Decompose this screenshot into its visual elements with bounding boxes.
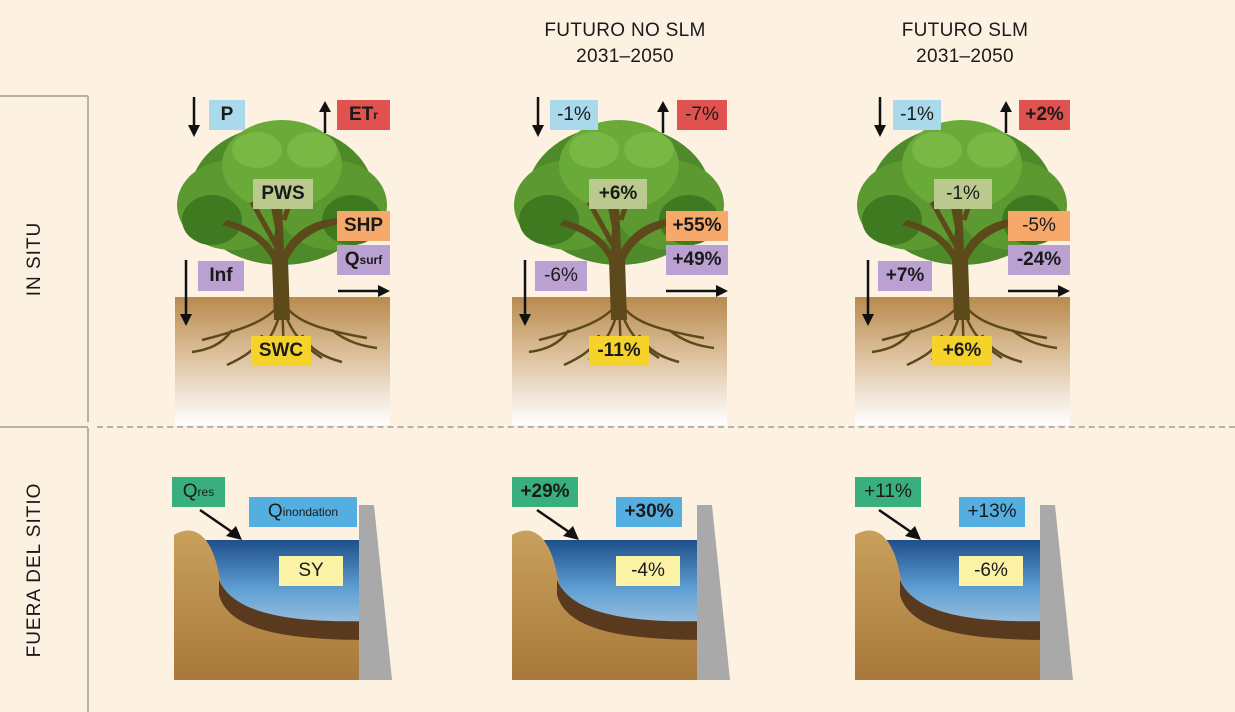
- qsurf-symbol: Q: [344, 249, 360, 270]
- precipitation-change: -1%: [893, 100, 941, 130]
- qres-change: +29%: [512, 477, 578, 507]
- qres-change: +11%: [855, 477, 921, 507]
- swc-label: SWC: [251, 336, 311, 366]
- infiltration-label: Inf: [198, 261, 244, 291]
- qres-symbol: Q: [182, 481, 198, 502]
- arrow-right-icon: [338, 285, 390, 297]
- dam-icon: [697, 505, 730, 680]
- arrow-up-icon: [657, 101, 669, 133]
- section-divider: [97, 426, 1235, 428]
- infiltration-change: -6%: [535, 261, 587, 291]
- column-title-line2: 2031–2050: [576, 46, 674, 67]
- pws-change: -1%: [934, 179, 992, 209]
- etr-symbol: ET: [349, 104, 374, 125]
- pws-change: +6%: [589, 179, 647, 209]
- infiltration-change: +7%: [878, 261, 932, 291]
- qinondation-subscript: inondation: [282, 505, 339, 519]
- arrow-up-icon: [1000, 101, 1012, 133]
- sy-label: SY: [279, 556, 343, 586]
- arrow-down-icon: [862, 260, 874, 326]
- evapotranspiration-change: +2%: [1019, 100, 1070, 130]
- column-title-line1: FUTURO NO SLM: [544, 20, 706, 41]
- pws-label: PWS: [253, 179, 313, 209]
- arrow-up-icon: [319, 101, 331, 133]
- qsurf-change: -24%: [1008, 245, 1070, 275]
- reservoir-icon: [855, 505, 1073, 680]
- qsurf-change: +49%: [666, 245, 728, 275]
- row-label-in-situ: IN SITU: [24, 221, 45, 297]
- precipitation-change: -1%: [550, 100, 598, 130]
- qinondation-change: +30%: [616, 497, 682, 527]
- evapotranspiration-change: -7%: [677, 100, 727, 130]
- row-label-off-site: FUERA DEL SITIO: [24, 482, 45, 658]
- arrow-down-icon: [874, 97, 886, 137]
- inflow-arrow-icon: [878, 508, 921, 540]
- etr-subscript: r: [373, 108, 378, 122]
- arrow-down-icon: [188, 97, 200, 137]
- column-title-no-slm: FUTURO NO SLM 2031–2050: [515, 18, 735, 70]
- column-title-slm: FUTURO SLM 2031–2050: [855, 18, 1075, 70]
- arrow-down-icon: [180, 260, 192, 326]
- qinondation-change: +13%: [959, 497, 1025, 527]
- inflow-arrow-icon: [199, 508, 242, 540]
- row-separator-top: [0, 95, 88, 97]
- precipitation-label: P: [209, 100, 245, 130]
- qinondation-symbol: Q: [267, 501, 283, 522]
- qsurf-subscript: surf: [359, 253, 383, 267]
- swc-change: +6%: [932, 336, 992, 366]
- inflow-arrow-icon: [536, 508, 579, 540]
- dam-icon: [359, 505, 392, 680]
- arrow-down-icon: [519, 260, 531, 326]
- column-title-line1: FUTURO SLM: [901, 20, 1029, 41]
- qres-subscript: res: [197, 485, 215, 499]
- row-separator-vertical-1: [87, 96, 89, 422]
- shp-label: SHP: [337, 211, 390, 241]
- sy-change: -4%: [616, 556, 680, 586]
- column-title-line2: 2031–2050: [916, 46, 1014, 67]
- row-separator-vertical-2: [87, 428, 89, 712]
- row-separator-middle: [0, 426, 88, 428]
- arrow-down-icon: [532, 97, 544, 137]
- dam-icon: [1040, 505, 1073, 680]
- sy-change: -6%: [959, 556, 1023, 586]
- swc-change: -11%: [589, 336, 649, 366]
- arrow-right-icon: [1008, 285, 1070, 297]
- shp-change: -5%: [1008, 211, 1070, 241]
- arrow-right-icon: [666, 285, 728, 297]
- shp-change: +55%: [666, 211, 728, 241]
